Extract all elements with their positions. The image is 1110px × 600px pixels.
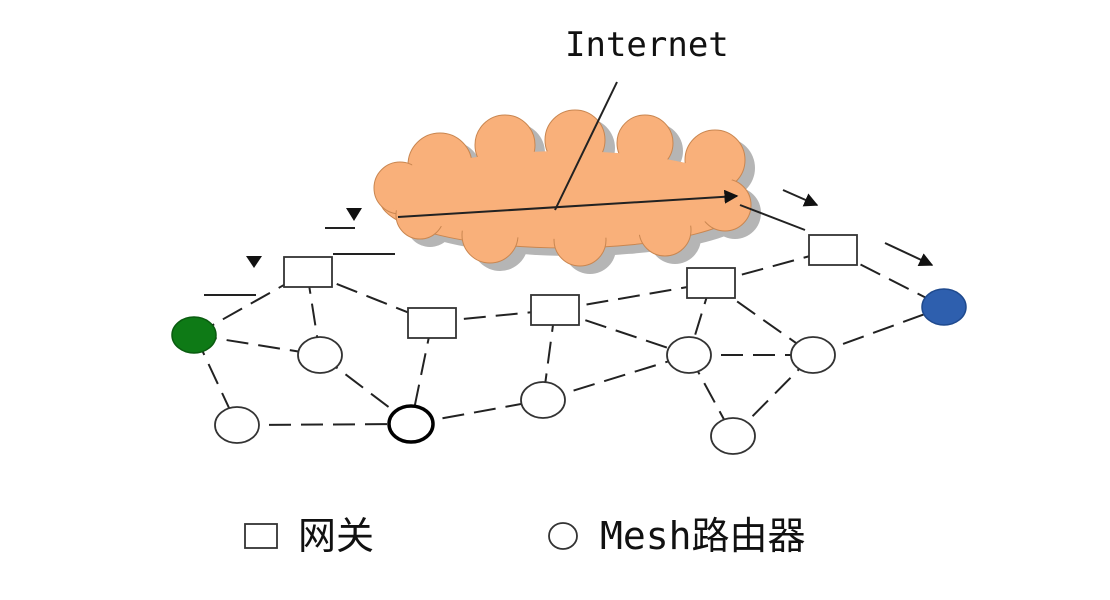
downstream-arrow-2: [884, 242, 934, 266]
gateway-node: [283, 256, 333, 288]
cloud-route-arrow: [397, 189, 739, 218]
internet-pointer-line: [554, 81, 618, 211]
router-node: [214, 406, 260, 444]
internet-cloud-fill: [383, 119, 740, 257]
source-node: [171, 316, 217, 354]
legend-gateway-icon: [244, 523, 278, 549]
legend-gateway-label: 网关: [298, 514, 374, 558]
router-node: [297, 336, 343, 374]
router-node: [790, 336, 836, 374]
cloud-exit-line: [739, 204, 806, 231]
legend-router-icon: [548, 522, 578, 550]
upstream-route-markers: [204, 208, 395, 296]
router-node: [710, 417, 756, 455]
gateway-node: [407, 307, 457, 339]
router-node: [520, 381, 566, 419]
router-node: [666, 336, 712, 374]
legend: 网关 Mesh路由器: [244, 514, 806, 558]
downstream-arrow-1: [782, 189, 819, 207]
internet-label: Internet: [565, 25, 729, 65]
destination-node: [921, 288, 967, 326]
gateway-node: [686, 267, 736, 299]
mesh-routers: [171, 288, 967, 455]
gateway-node: [530, 294, 580, 326]
highlighted-router-node: [387, 404, 435, 444]
legend-router-label: Mesh路由器: [600, 514, 806, 558]
gateways: [283, 234, 858, 339]
gateway-node: [808, 234, 858, 266]
